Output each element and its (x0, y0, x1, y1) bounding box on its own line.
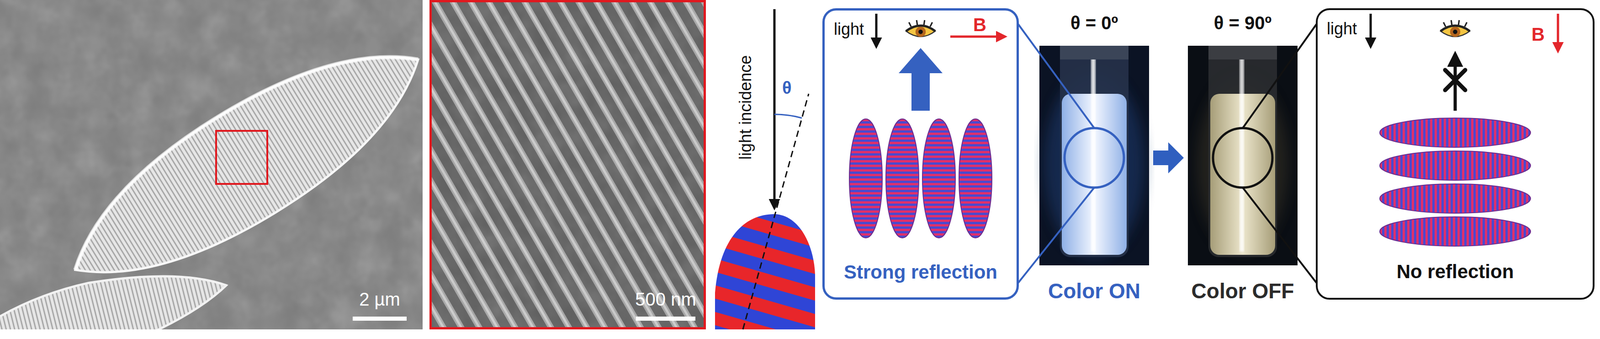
field-label: B (1531, 23, 1545, 45)
eye-icon-part (1443, 20, 1467, 27)
particle-array-part (885, 118, 919, 238)
vial-photo-part (1091, 50, 1096, 252)
scale-bar (635, 316, 696, 321)
eye-icon (905, 20, 936, 38)
vial-photo-part (1059, 45, 1129, 60)
incidence-sketch (715, 9, 816, 329)
zoom-frame (430, 1, 705, 329)
angle-heading: θ = 90º (1185, 12, 1300, 34)
spindle-tip (715, 213, 816, 329)
particle-stack (1379, 117, 1531, 246)
state-caption: Color ON (1037, 278, 1152, 303)
vial-photo-part (1039, 45, 1150, 265)
particle-stack-part (1379, 183, 1531, 213)
light-arrow (1369, 13, 1373, 47)
scale-bar (352, 316, 407, 321)
zoom-circle (1064, 127, 1124, 188)
cross-mark (1445, 69, 1466, 91)
field-label: B (973, 14, 987, 36)
angle-arc (774, 114, 802, 118)
zoom-marker (216, 130, 268, 184)
eye-icon-part (908, 20, 933, 27)
transition-arrow (1153, 142, 1184, 174)
eye-icon (1440, 20, 1470, 38)
particle-array-part (849, 118, 883, 238)
zoom-line (1242, 23, 1317, 283)
spindle-particle-part (0, 250, 237, 329)
vial-photo-part (1239, 50, 1245, 252)
no-reflection-box: light B No reflection (1315, 8, 1595, 300)
particle-stack-part (1379, 216, 1531, 246)
field-arrow (950, 35, 1006, 38)
zoom-line (1017, 23, 1095, 283)
zoom-circle (1213, 127, 1273, 188)
spindle-particle (46, 11, 423, 318)
light-arrow (773, 9, 776, 208)
spindle-particle (0, 250, 237, 329)
sem-texture (429, 0, 706, 329)
incidence-label: light incidence (736, 52, 755, 163)
stripe-texture (429, 0, 706, 329)
state-caption: Color OFF (1185, 278, 1300, 303)
scale-label: 500 nm (631, 288, 700, 309)
vial-photo (1187, 45, 1298, 265)
reflection-arrow (898, 47, 943, 111)
scale-label: 2 µm (349, 288, 410, 309)
particle-array-part (958, 118, 992, 238)
eye-icon-part (1440, 25, 1470, 37)
particle-stack-part (1379, 150, 1531, 181)
photo-panel: θ = 0º Color ON (1037, 11, 1152, 320)
particle-stack-part (1379, 117, 1531, 148)
reflection-box: light B Strong reflection (822, 8, 1019, 300)
eye-icon-part (905, 25, 936, 37)
vial-photo-part (1208, 45, 1277, 60)
eye-icon-part (1450, 26, 1461, 37)
eye-icon-part (1452, 29, 1458, 35)
spindle-particle-part (46, 11, 423, 318)
spindle-particle-part (46, 11, 419, 270)
reflection-scene (849, 13, 1006, 238)
eye-icon-part (918, 29, 923, 35)
field-arrow (1557, 13, 1560, 52)
angle-heading: θ = 0º (1037, 12, 1152, 34)
particle-array-part (922, 118, 956, 238)
no-reflection-scene (1370, 13, 1558, 246)
sem-zoom (429, 0, 706, 329)
result-label: Strong reflection (824, 260, 1017, 283)
eye-icon-part (915, 26, 926, 37)
vial-photo-part (1059, 45, 1129, 257)
sem-overview (0, 0, 423, 329)
vial-photo-part (1208, 45, 1277, 257)
light-label: light (1326, 19, 1357, 38)
light-arrow (875, 13, 878, 47)
vial-photo-part (1187, 45, 1298, 265)
vial-photo (1039, 45, 1150, 265)
light-label: light (833, 19, 864, 39)
particle-array (849, 118, 992, 238)
angle-symbol: θ (782, 78, 792, 98)
result-label: No reflection (1317, 260, 1593, 283)
photo-panel: θ = 90ºColor OFF (1185, 11, 1300, 320)
